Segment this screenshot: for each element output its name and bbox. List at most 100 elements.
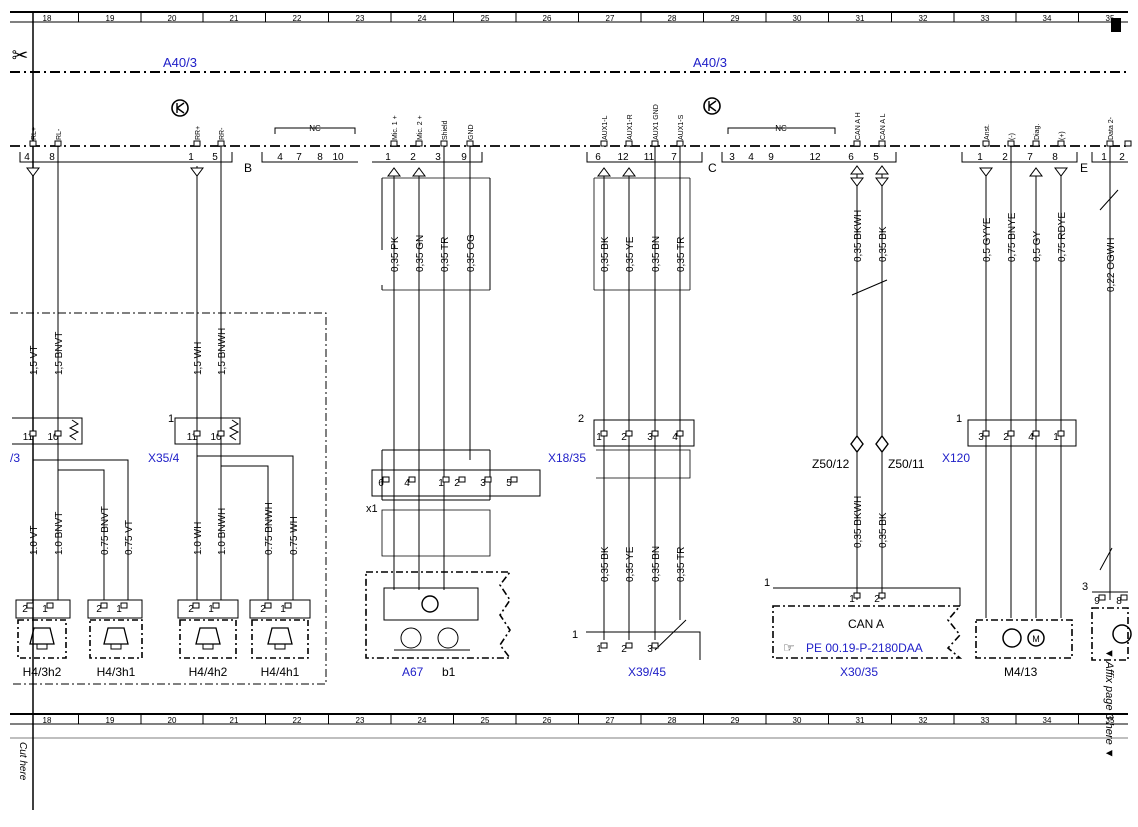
speaker-icon: [267, 627, 293, 645]
b-pin-num: 1: [188, 152, 194, 163]
pointing-hand-icon: ☞: [783, 640, 795, 655]
x1-pin-socket: [484, 476, 492, 483]
ruler-bottom-col-32: 32: [919, 716, 928, 725]
h44h1-pinblock: [249, 599, 311, 619]
aux-pin-label: AUX1 GND: [653, 104, 660, 140]
speaker-icon: [29, 627, 55, 645]
signal-arrow-down: [26, 167, 40, 177]
x3035-pin-socket: [878, 592, 886, 599]
scissors-icon: ✂: [12, 45, 29, 67]
can-box-title: CAN A: [848, 617, 884, 631]
mic-pin-num: 2: [410, 152, 416, 163]
h43h2-pin-num: 2: [22, 604, 28, 615]
wire-label-can-upper: 0,35 BK: [878, 226, 889, 262]
x3945-bridge: [654, 619, 687, 651]
nc-left-pin-num: 8: [317, 152, 323, 163]
speaker-magnet: [36, 643, 48, 650]
mic-shield-bottom: [381, 509, 491, 557]
nc-right-pin-num: 3: [729, 152, 735, 163]
splice-icon: [850, 434, 864, 454]
transistor-symbol: [176, 102, 185, 114]
aux-shield: [593, 177, 691, 291]
b-pin-num: 8: [49, 152, 55, 163]
wire-label-can-lower: 0,35 BK: [878, 512, 889, 548]
wire-label-mic: 0,35 PK: [390, 236, 401, 272]
ruler-bottom-col-27: 27: [606, 716, 615, 725]
can-box-ref: PE 00.19-P-2180DAA: [806, 641, 923, 655]
ruler-top-col-24: 24: [418, 14, 427, 23]
x3945-pin-socket: [651, 642, 659, 649]
x1835-pin-socket: [651, 430, 659, 437]
wire-label-h43: 0.75 BNVT: [100, 506, 111, 555]
wire-label-aux-lower: 0,35 TR: [676, 547, 687, 582]
b-pin-label: RL-: [56, 128, 63, 140]
x120-pin-socket: [982, 430, 990, 437]
wire-label-fan: 0,75 BNYE: [1007, 212, 1018, 262]
h44h2-pin-socket: [212, 602, 220, 609]
h44-branch-outer: [196, 455, 294, 600]
wire-label-h43: 1.0 BNVT: [54, 512, 65, 555]
affix-page-note: ▼ Affix page 3 here ▼: [1103, 648, 1115, 759]
nc-right-pin-num: 9: [768, 152, 774, 163]
can-pin-label: CAN A L: [880, 113, 887, 140]
can-pin-socket: [853, 140, 861, 147]
aux-pin-label: AUX1-R: [627, 114, 634, 140]
x3035-pin-num: 1: [849, 594, 855, 605]
fan-motor-letter: M: [1032, 634, 1040, 644]
fan-pin-socket: [1032, 140, 1040, 147]
ruler-top-col-34: 34: [1043, 14, 1052, 23]
mic-pin-label: Mic. 1 +: [392, 115, 399, 140]
m413-box: [975, 619, 1073, 659]
x353-pin-socket: [29, 430, 37, 437]
aux-pin-label: AUX1-S: [678, 114, 685, 140]
x354-num: 1: [168, 413, 174, 425]
signal-arrow-up: [875, 165, 889, 175]
aux-pin-num: 7: [671, 152, 677, 163]
x3035-bracket: [773, 587, 961, 606]
a67-mic-left: [400, 627, 422, 649]
wire-label-aux: 0,35 TR: [676, 237, 687, 272]
aux-pin-socket: [676, 140, 684, 147]
wire-label-fan: 0,5 GYYE: [982, 217, 993, 262]
b-pin-label: RL+: [31, 127, 38, 140]
h43h1-box: [89, 619, 143, 659]
h43-branch-outer: [32, 459, 129, 600]
x1835-pin-socket: [625, 430, 633, 437]
right-device-box: [1091, 607, 1129, 661]
speaker-label-h43h2: H4/3h2: [23, 665, 62, 679]
nc-right-pin-num: 12: [809, 152, 821, 163]
mic-pin-num: 3: [435, 152, 441, 163]
wire-label-h44: 0.75 BNWH: [264, 502, 275, 555]
wire-label-aux: 0,35 BK: [600, 236, 611, 272]
x1835-pin-num: 2: [621, 432, 627, 443]
h43h1-pin-socket: [100, 602, 108, 609]
wire-label-h44: 1.0 BNWH: [217, 508, 228, 555]
fan-pin-num: 8: [1052, 152, 1058, 163]
x120-pin-socket: [1057, 430, 1065, 437]
x354-label: X35/4: [148, 451, 180, 465]
signal-arrow-down: [1054, 167, 1068, 177]
ruler-bottom-col-25: 25: [481, 716, 490, 725]
ruler-top-col-25: 25: [481, 14, 490, 23]
can-pin-socket: [878, 140, 886, 147]
x1-label: x1: [366, 503, 378, 515]
mic-shield-lines: [382, 177, 490, 291]
e-pin-socket: [1124, 140, 1132, 147]
mic-pin-socket: [390, 140, 398, 147]
h44h2-pin-socket: [192, 602, 200, 609]
x120-pin-num: 2: [1003, 432, 1009, 443]
mic-pin-socket: [466, 140, 474, 147]
signal-arrow-up: [1029, 167, 1043, 177]
nc-right-marker: [727, 127, 836, 134]
x353-resistor: [68, 419, 80, 441]
ruler-bottom-col-33: 33: [981, 716, 990, 725]
x1835-pin-num: 4: [672, 432, 678, 443]
ruler-bottom-col-22: 22: [293, 716, 302, 725]
e-pin-socket: [1106, 140, 1114, 147]
z5012-label: Z50/12: [812, 457, 850, 471]
ruler-bottom-col-29: 29: [731, 716, 740, 725]
wire-label-data: 0,22 OGWH: [1106, 238, 1117, 292]
aux-pin-label: AUX1-L: [602, 115, 609, 140]
can-a-box: [772, 605, 963, 659]
